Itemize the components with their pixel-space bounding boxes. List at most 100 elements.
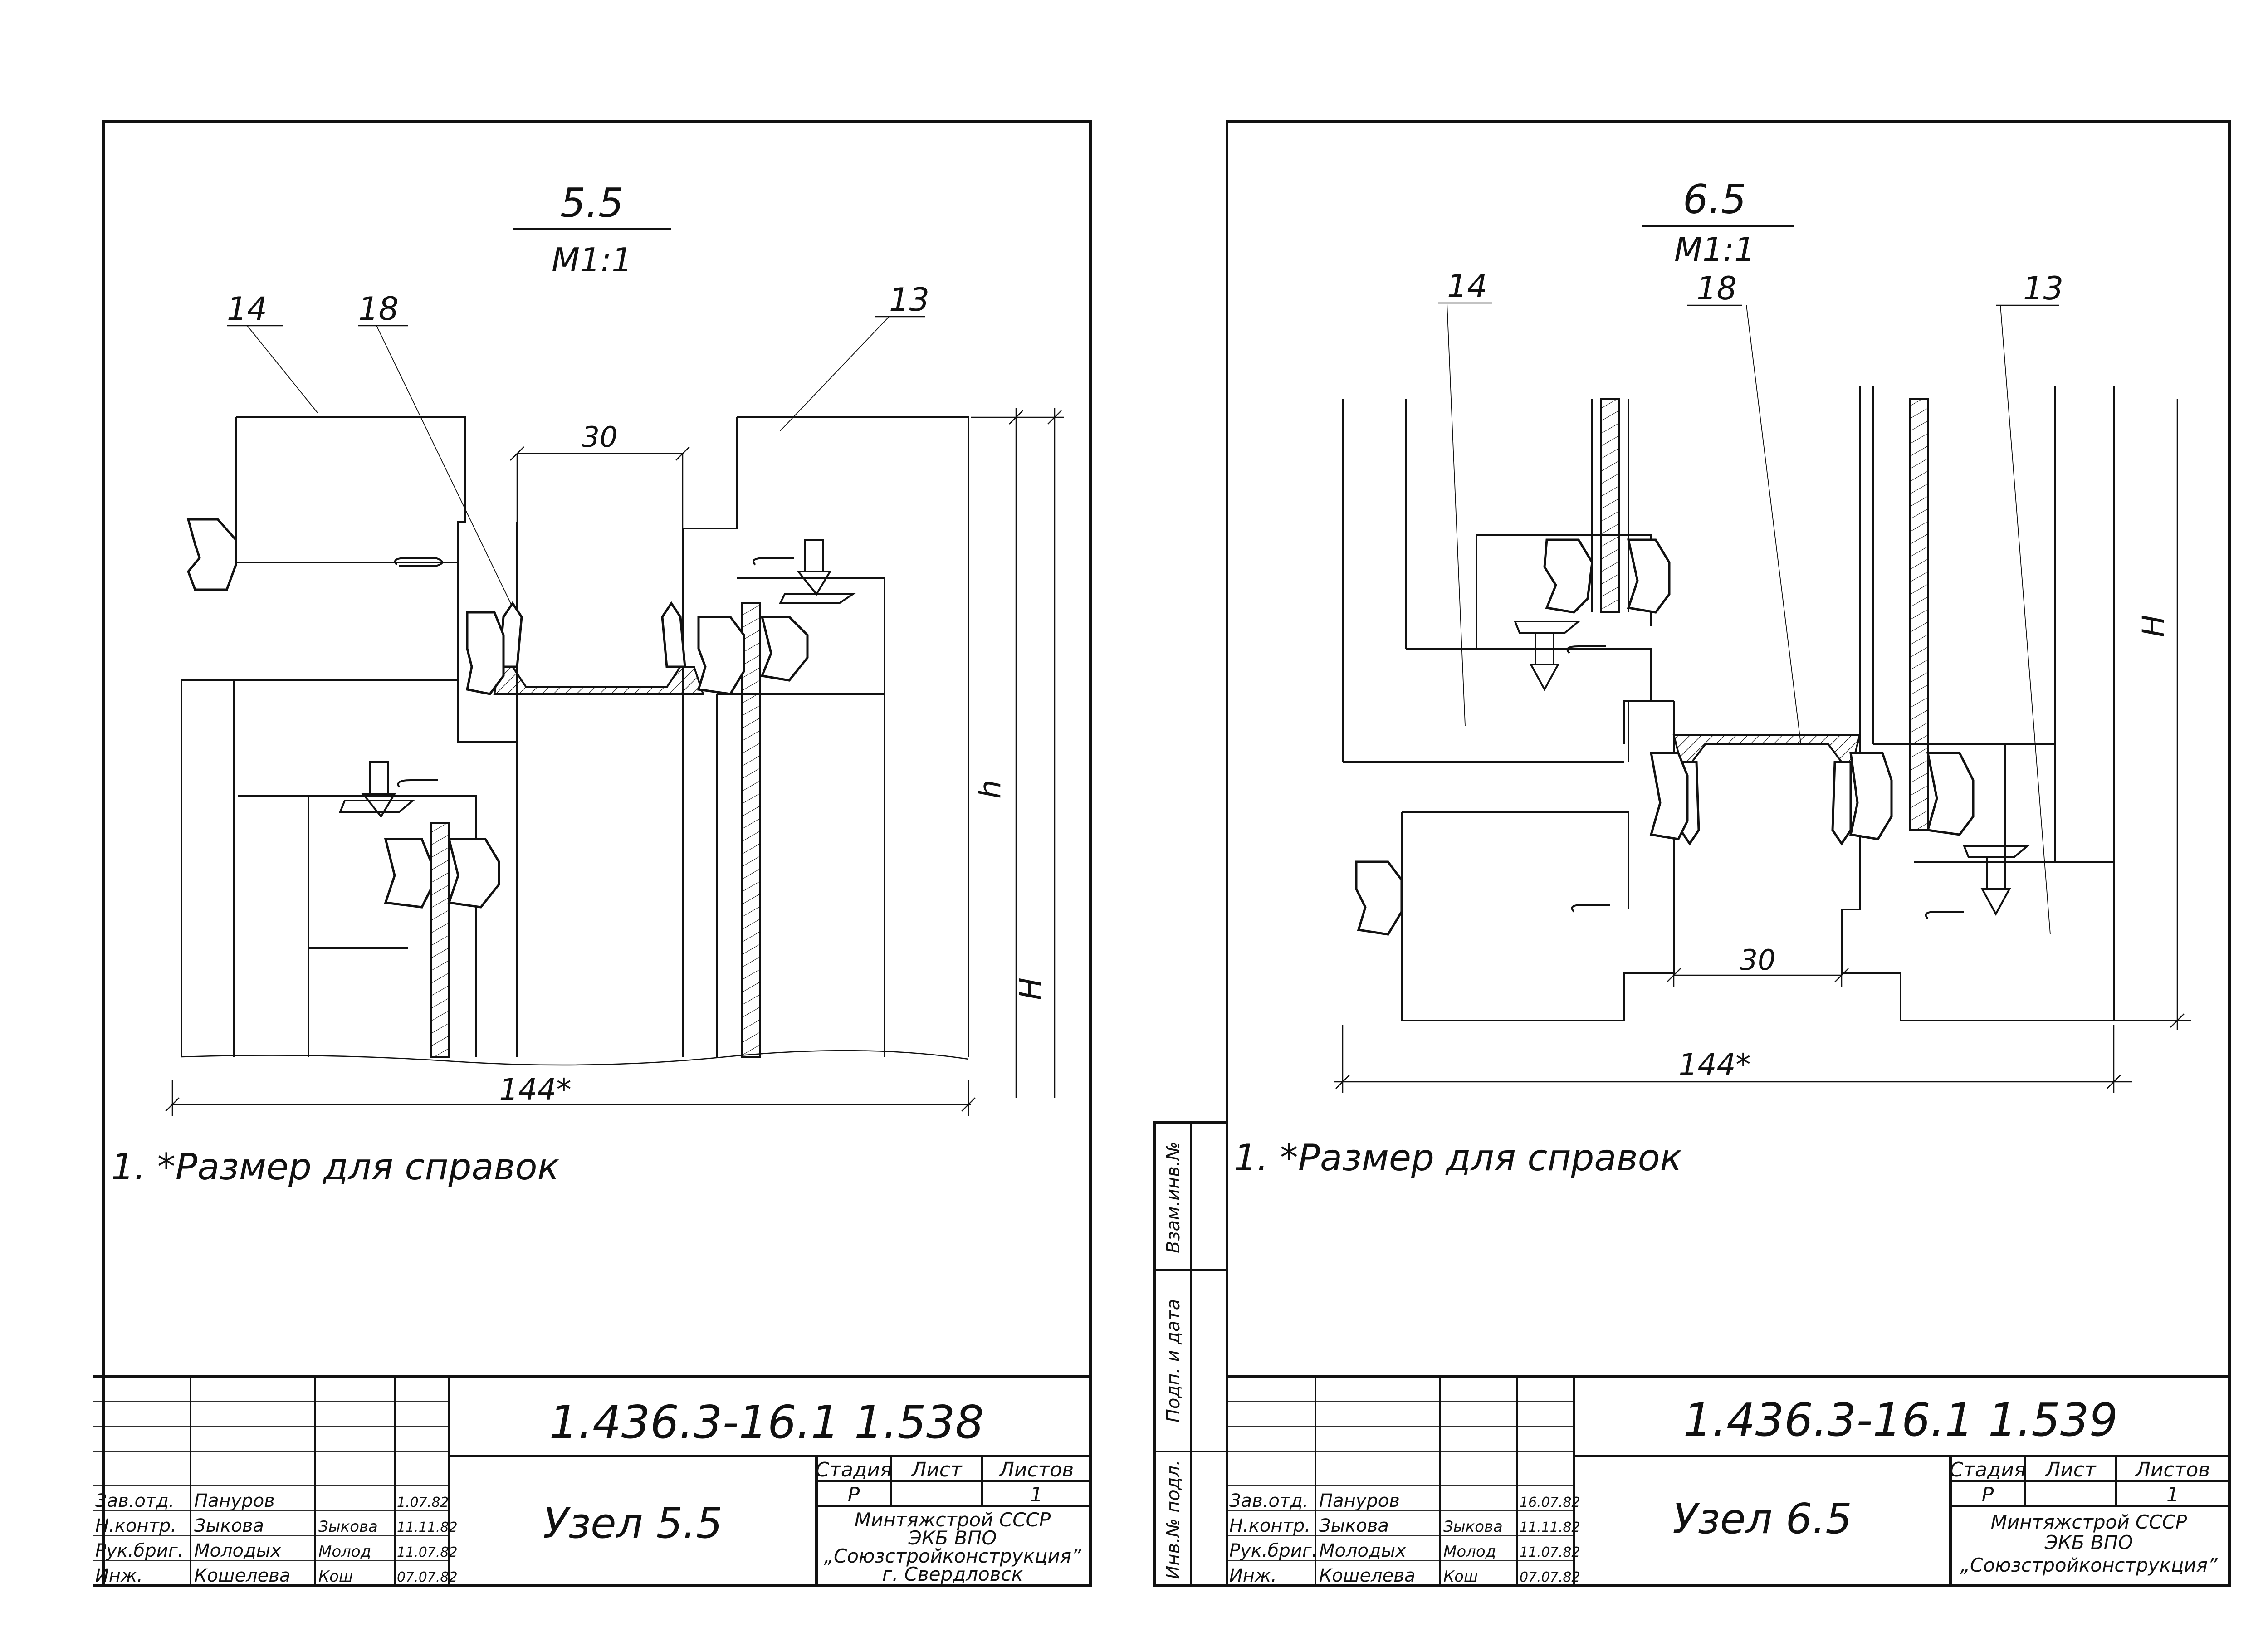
label-sheets-1-stage_header: Стадия [1950,1458,2026,1481]
scale-right: М1:1 [1674,230,1755,269]
dimension-height-right: H [2114,399,2191,1030]
callout-14-left: 14 [227,290,267,327]
label-sheets-1-stamp_rows-1-signature: Зыкова [1443,1518,1503,1536]
label-sheets-0-organization-0: Минтяжстрой СССР [855,1509,1051,1531]
dimension-height-left: h H [971,408,1064,1098]
label-sheets-0-stamp_rows-1-name: Зыкова [194,1515,264,1536]
sheet-right-frame [1226,120,2231,1587]
label-sheets-1-organization-1: ЭКБ ВПО [2044,1531,2133,1554]
label-sheets-1-stamp_rows-2-signature: Молод [1443,1543,1496,1561]
label-sheets-1-stamp_rows-1-date: 11.11.82 [1520,1520,1580,1535]
profile-13-right [1841,386,2115,1021]
label-sheets-0-stamp_rows-3-signature: Кош [318,1568,353,1586]
label-sheets-0-height_large: H [1013,977,1048,1000]
label-sheets-0-stamp_rows-2-name: Молодых [194,1540,281,1561]
glass-right-right [1909,398,1929,831]
side-stamp: Взам.инв.№ Подп. и дата Инв.№ подл. [1153,1121,1228,1587]
label-sheets-1-stamp_rows-0-date: 16.07.82 [1520,1495,1580,1510]
label-sheets-0-sheets_header: Листов [998,1458,1074,1481]
label-sheets-1-stamp_rows-0-role: Зав.отд. [1229,1490,1309,1511]
glass-lower-left [430,822,450,1058]
screw-upper-right [1514,621,1581,692]
label-sheets-0-stamp_rows-1-signature: Зыкова [318,1518,378,1536]
label-sheets-1-stamp_rows-3-date: 07.07.82 [1520,1569,1580,1585]
dimension-30-right: 30 [1667,907,1849,987]
label-sheets-1-stamp_rows-3-role: Инж. [1229,1565,1277,1586]
label-sheets-0-stage_header: Стадия [816,1458,892,1481]
label-sheets-1-sheets_total: 1 [2166,1483,2179,1506]
callout-14-right: 14 [1447,268,1487,305]
label-sheets-0-organization-1: ЭКБ ВПО [908,1527,997,1549]
gasket-outer-left [186,518,237,591]
label-sheets-1-organization-0: Минтяжстрой СССР [1991,1511,2187,1533]
dimension-144-left: 144* [165,1072,976,1116]
screw-upper-left [778,539,856,604]
node-title-right: 6.5 [1683,176,1746,223]
profile-13-left [682,416,969,1057]
label-sheets-0-stamp_rows-0-role: Зав.отд. [95,1490,175,1511]
label-sheets-0-organization-3: г. Свердловск [882,1563,1023,1585]
title-block-left: 1.436.3-16.1 1.538 Узел 5.5 Стадия Лист … [93,1375,1090,1587]
label-sheets-1-stamp_rows-2-role: Рук.бриг. [1229,1540,1317,1561]
sheet-left-frame [102,120,1092,1587]
label-sheets-1-stamp_rows-2-date: 11.07.82 [1520,1544,1580,1560]
callout-13-left: 13 [889,281,929,318]
label-sheets-1-stamp_rows-3-signature: Кош [1443,1568,1478,1586]
label-sheets-0-stamp_rows-3-role: Инж. [95,1565,143,1586]
label-sheets-0-stamp_rows-1-role: Н.контр. [95,1515,176,1536]
label-sheets-0-stamp_rows-2-role: Рук.бриг. [95,1540,183,1561]
screw-lower-right [1963,845,2030,916]
glass-left-right [1600,398,1620,613]
label-sheets-1-drawing_code: 1.436.3-16.1 1.539 [1683,1393,2118,1446]
label-sheets-0-height_small: h [973,780,1007,799]
label-sheets-1-stamp_rows-3-name: Кошелева [1319,1565,1415,1586]
title-block-right: 1.436.3-16.1 1.539 Узел 6.5 Стадия Лист … [1227,1375,2229,1586]
label-sheets-1-organization-2: „Союзстройконструкция” [1960,1554,2218,1576]
label-sheets-0-overall_dimension: 144* [499,1072,572,1107]
label-sheets-1-stamp_rows-2-name: Молодых [1319,1540,1406,1561]
label-sheets-1-sheets_header: Листов [2135,1458,2210,1481]
note-right: 1. *Размер для справок [1234,1137,1682,1179]
label-sheets-1-height_large: H [2136,615,2171,637]
label-sheets-1-sheet_header: Лист [2044,1458,2097,1481]
label-sheets-1-overall_dimension: 144* [1679,1047,1751,1082]
label-sheets-0-sheet_header: Лист [910,1458,963,1481]
label-sheets-1-gap_dimension: 30 [1740,943,1776,977]
label-sheets-0-drawing_code: 1.436.3-16.1 1.538 [549,1396,984,1449]
label-side_stamp-2: Инв.№ подл. [1163,1460,1184,1579]
label-sheets-0-gap_dimension: 30 [582,420,618,454]
label-sheets-1-stamp_rows-1-role: Н.контр. [1229,1515,1310,1536]
scale-left: М1:1 [552,241,632,279]
profile-14-left [181,416,518,1057]
callout-13-right: 13 [2023,270,2063,307]
label-sheets-0-stamp_rows-2-signature: Молод [318,1543,371,1561]
dimension-144-right: 144* [1334,1025,2132,1093]
label-sheets-0-stamp_rows-3-date: 07.07.82 [397,1569,458,1585]
label-sheets-0-stamp_rows-0-date: 1.07.82 [397,1495,449,1510]
label-sheets-0-stamp_rows-2-date: 11.07.82 [397,1544,458,1560]
label-sheets-0-sheets_total: 1 [1030,1483,1043,1506]
note-left: 1. *Размер для справок [111,1146,559,1188]
screw-lower-left [339,761,415,818]
node-title-left: 5.5 [560,180,624,226]
label-sheets-0-stamp_rows-0-name: Пануров [194,1490,275,1511]
sheet-right: 6.5 М1:1 14 18 13 [1226,120,2231,1587]
label-sheets-0-stage: Р [848,1483,860,1506]
label-sheets-1-stage: Р [1982,1483,1994,1506]
label-side_stamp-1: Подп. и дата [1163,1299,1184,1422]
label-sheets-1-title: Узел 6.5 [1672,1495,1852,1543]
gasket-outer-right [1355,860,1403,936]
callout-18-left: 18 [358,290,399,327]
label-sheets-1-stamp_rows-1-name: Зыкова [1319,1515,1389,1536]
sheet-left: 5.5 М1:1 14 18 13 [93,120,1092,1587]
callout-18-right: 18 [1696,270,1737,307]
label-sheets-1-stamp_rows-0-name: Пануров [1319,1490,1400,1511]
label-sheets-0-title: Узел 5.5 [543,1499,723,1548]
label-sheets-0-stamp_rows-3-name: Кошелева [194,1565,290,1586]
label-sheets-0-organization-2: „Союзстройконструкция” [824,1545,1082,1567]
label-side_stamp-0: Взам.инв.№ [1163,1142,1184,1253]
connector-18-left [493,666,704,695]
connector-18-right [1672,734,1861,763]
glass-right-left [741,602,761,1058]
